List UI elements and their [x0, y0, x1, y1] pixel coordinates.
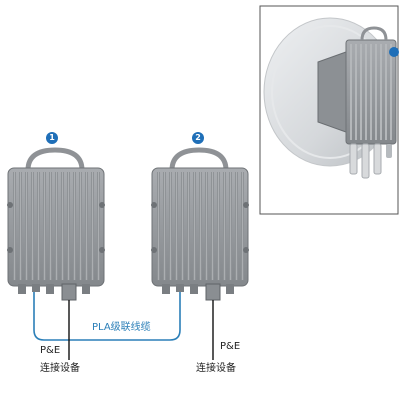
- unit-2-bolt: [243, 202, 249, 208]
- unit-2-bolt: [151, 202, 157, 208]
- unit-2-handle: [169, 147, 229, 171]
- unit-2-number-badge: [192, 132, 204, 144]
- unit-1-number-badge: [46, 132, 58, 144]
- unit-1-bolt: [99, 247, 105, 253]
- inset-radio-handle: [360, 26, 388, 41]
- inset-panel: [259, 5, 399, 215]
- unit-1-handle: [25, 147, 85, 171]
- inset-number-badge: [389, 47, 399, 57]
- unit-1-number: 1: [49, 133, 55, 142]
- unit-2-bolt: [243, 247, 249, 253]
- unit-2-pe-label: P&E: [220, 341, 241, 352]
- radio-unit-2: [151, 147, 249, 301]
- unit-2-bolt: [151, 247, 157, 253]
- pla-cable-label: PLA级联线缆: [92, 322, 151, 333]
- pla-cascade-cable: [33, 292, 181, 341]
- unit-2-connectors: [162, 283, 234, 301]
- unit-2-connect-device-label: 连接设备: [196, 363, 236, 374]
- unit-1-bolt: [99, 202, 105, 208]
- unit-2-number: 2: [195, 133, 201, 142]
- unit-1-heat-fins: [13, 172, 100, 280]
- unit-2-heat-fins: [157, 172, 244, 280]
- inset-radio-fins: [350, 44, 392, 140]
- unit-1-bolt: [7, 247, 13, 253]
- inset-mount-bracket: [317, 51, 347, 133]
- radio-unit-1: [7, 147, 105, 301]
- unit-1-connect-device-label: 连接设备: [40, 363, 80, 374]
- inset-connectors: [349, 143, 392, 179]
- unit-1-bolt: [7, 202, 13, 208]
- unit-1-pe-label: P&E: [40, 345, 61, 356]
- unit-1-connectors: [18, 283, 90, 301]
